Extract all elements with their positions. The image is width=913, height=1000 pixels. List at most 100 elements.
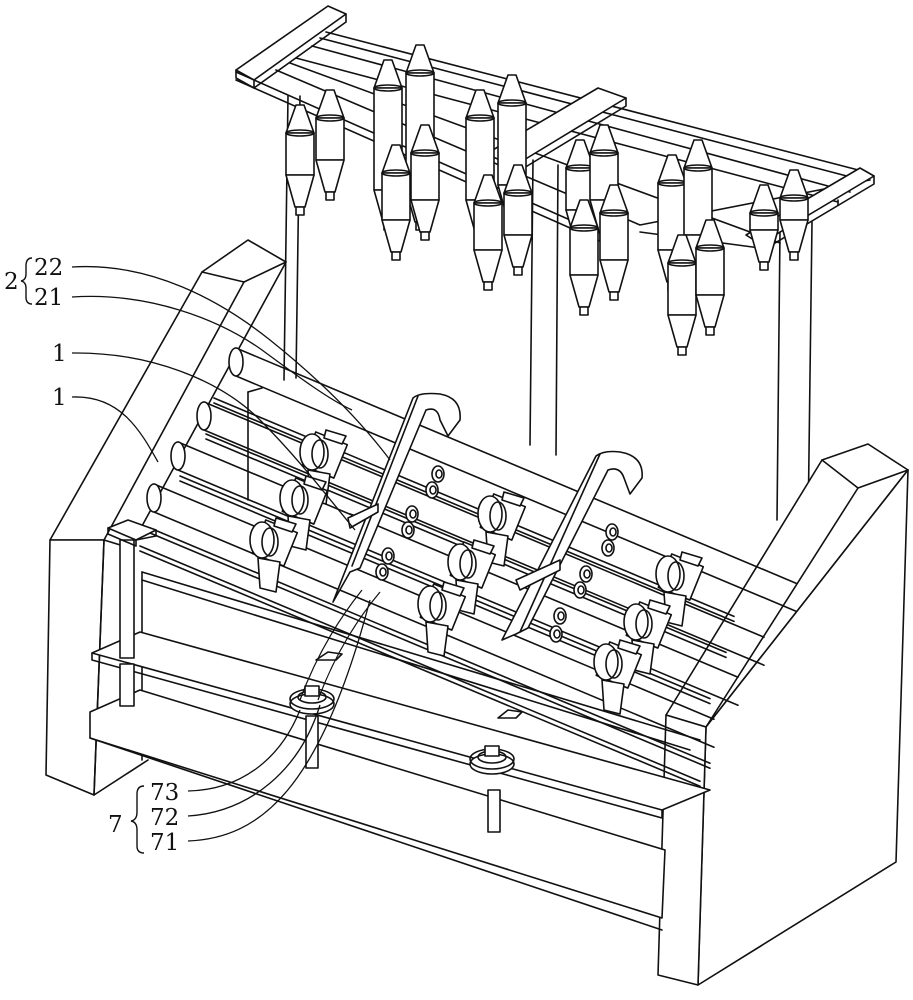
leader-1b <box>71 396 159 463</box>
leader-lines <box>71 265 391 842</box>
leader-73 <box>187 709 301 792</box>
rail <box>139 545 701 783</box>
spindle-bore <box>311 439 329 469</box>
roller-rails <box>139 347 797 788</box>
bobbin-cone <box>657 154 687 184</box>
bobbin-rim <box>285 129 315 137</box>
spindle-clip <box>679 551 703 567</box>
spindle-bore <box>635 609 653 639</box>
bobbin-tip <box>705 326 715 336</box>
eyelet-hole <box>379 567 387 577</box>
spindle-unit <box>417 581 467 657</box>
leader-22 <box>71 265 391 461</box>
roller-tube-end <box>146 483 162 513</box>
bobbin-cone <box>285 104 315 134</box>
yarn-clips <box>315 651 523 719</box>
bobbin <box>315 89 345 201</box>
bobbin-tip <box>420 231 430 241</box>
bobbin-cone <box>749 184 779 214</box>
bobbin-body <box>599 212 629 261</box>
eyelet-hole <box>405 525 413 535</box>
eyelet-hole <box>609 527 617 537</box>
spindle-bracket <box>425 621 449 657</box>
bobbin-rim <box>465 114 495 122</box>
bobbin-rim <box>473 199 503 207</box>
bobbin-rim <box>405 69 435 77</box>
spindle-clip <box>501 491 525 507</box>
bobbin-rim <box>589 149 619 157</box>
bobbin-rim <box>779 194 809 202</box>
roller-tube-end <box>170 441 186 471</box>
bobbin-rim <box>569 224 599 232</box>
spindle-bore <box>605 649 623 679</box>
bobbin <box>695 219 725 336</box>
spindle-clip <box>323 429 347 445</box>
bobbin-rim <box>410 149 440 157</box>
bobbin-tip <box>513 266 523 276</box>
rail <box>213 397 735 618</box>
hanging-bobbins <box>285 44 809 356</box>
spindle-unit <box>623 599 673 675</box>
bobbin-rim <box>683 164 713 172</box>
roller-tube-end <box>196 401 212 431</box>
eyelet-hole <box>429 485 437 495</box>
bobbin-taper <box>599 259 629 293</box>
spindle-unit <box>249 517 299 593</box>
leader-21 <box>71 295 353 411</box>
bobbin-cone <box>683 139 713 169</box>
spindle-clip <box>617 639 641 655</box>
spindle-unit <box>447 539 497 615</box>
label-group-7: 7 73 72 71 <box>108 780 179 856</box>
spindle-bore <box>459 549 477 579</box>
spindle-unit <box>477 491 527 567</box>
spindle-clip <box>471 539 495 555</box>
label-7: 7 <box>108 812 123 838</box>
bobbin <box>779 169 809 261</box>
bobbin-body <box>569 227 599 276</box>
bobbin-rim <box>599 209 629 217</box>
eyelet-hole <box>435 469 443 479</box>
spindle-bore <box>261 527 279 557</box>
spindle-bore <box>291 485 309 515</box>
spindle-unit <box>593 639 643 715</box>
bobbin-body <box>503 192 533 236</box>
lower-frame <box>89 519 711 931</box>
roller-tube-edge <box>235 347 797 585</box>
bobbin-taper <box>410 199 440 233</box>
bobbin-taper <box>749 229 779 263</box>
eyelet-hole <box>557 611 565 621</box>
right-side-plate <box>657 443 909 986</box>
label-21: 21 <box>34 285 63 311</box>
spindle-unit <box>299 429 349 505</box>
leader-71 <box>187 599 371 842</box>
roller-tube-edge <box>235 375 797 613</box>
bobbin-cone <box>589 124 619 154</box>
bobbin-body <box>315 117 345 161</box>
eyelet-hole <box>409 509 417 519</box>
bobbin-rim <box>497 99 527 107</box>
bobbin-taper <box>667 314 697 348</box>
spindle-bore <box>489 501 507 531</box>
bobbin-body <box>473 202 503 251</box>
bobbin-cone <box>405 44 435 74</box>
bobbin <box>285 104 315 216</box>
bobbin-taper <box>473 249 503 283</box>
bobbin-body <box>695 247 725 296</box>
bobbin <box>503 164 533 276</box>
label-1b: 1 <box>52 385 67 411</box>
bobbin-taper <box>695 294 725 328</box>
bobbin-rim <box>503 189 533 197</box>
spindle-bore <box>429 591 447 621</box>
bobbin-rim <box>749 209 779 217</box>
bobbin-taper <box>381 219 411 253</box>
eyelet-hole <box>605 543 613 553</box>
spindle-bracket <box>257 557 281 593</box>
bobbin-cone <box>315 89 345 119</box>
eyelet-hole <box>577 585 585 595</box>
label-22: 22 <box>34 255 63 281</box>
bobbin-tip <box>759 261 769 271</box>
eyelet-hole <box>385 551 393 561</box>
bobbin-taper <box>315 159 345 193</box>
bobbin-taper <box>285 174 315 208</box>
bobbin-tip <box>295 206 305 216</box>
